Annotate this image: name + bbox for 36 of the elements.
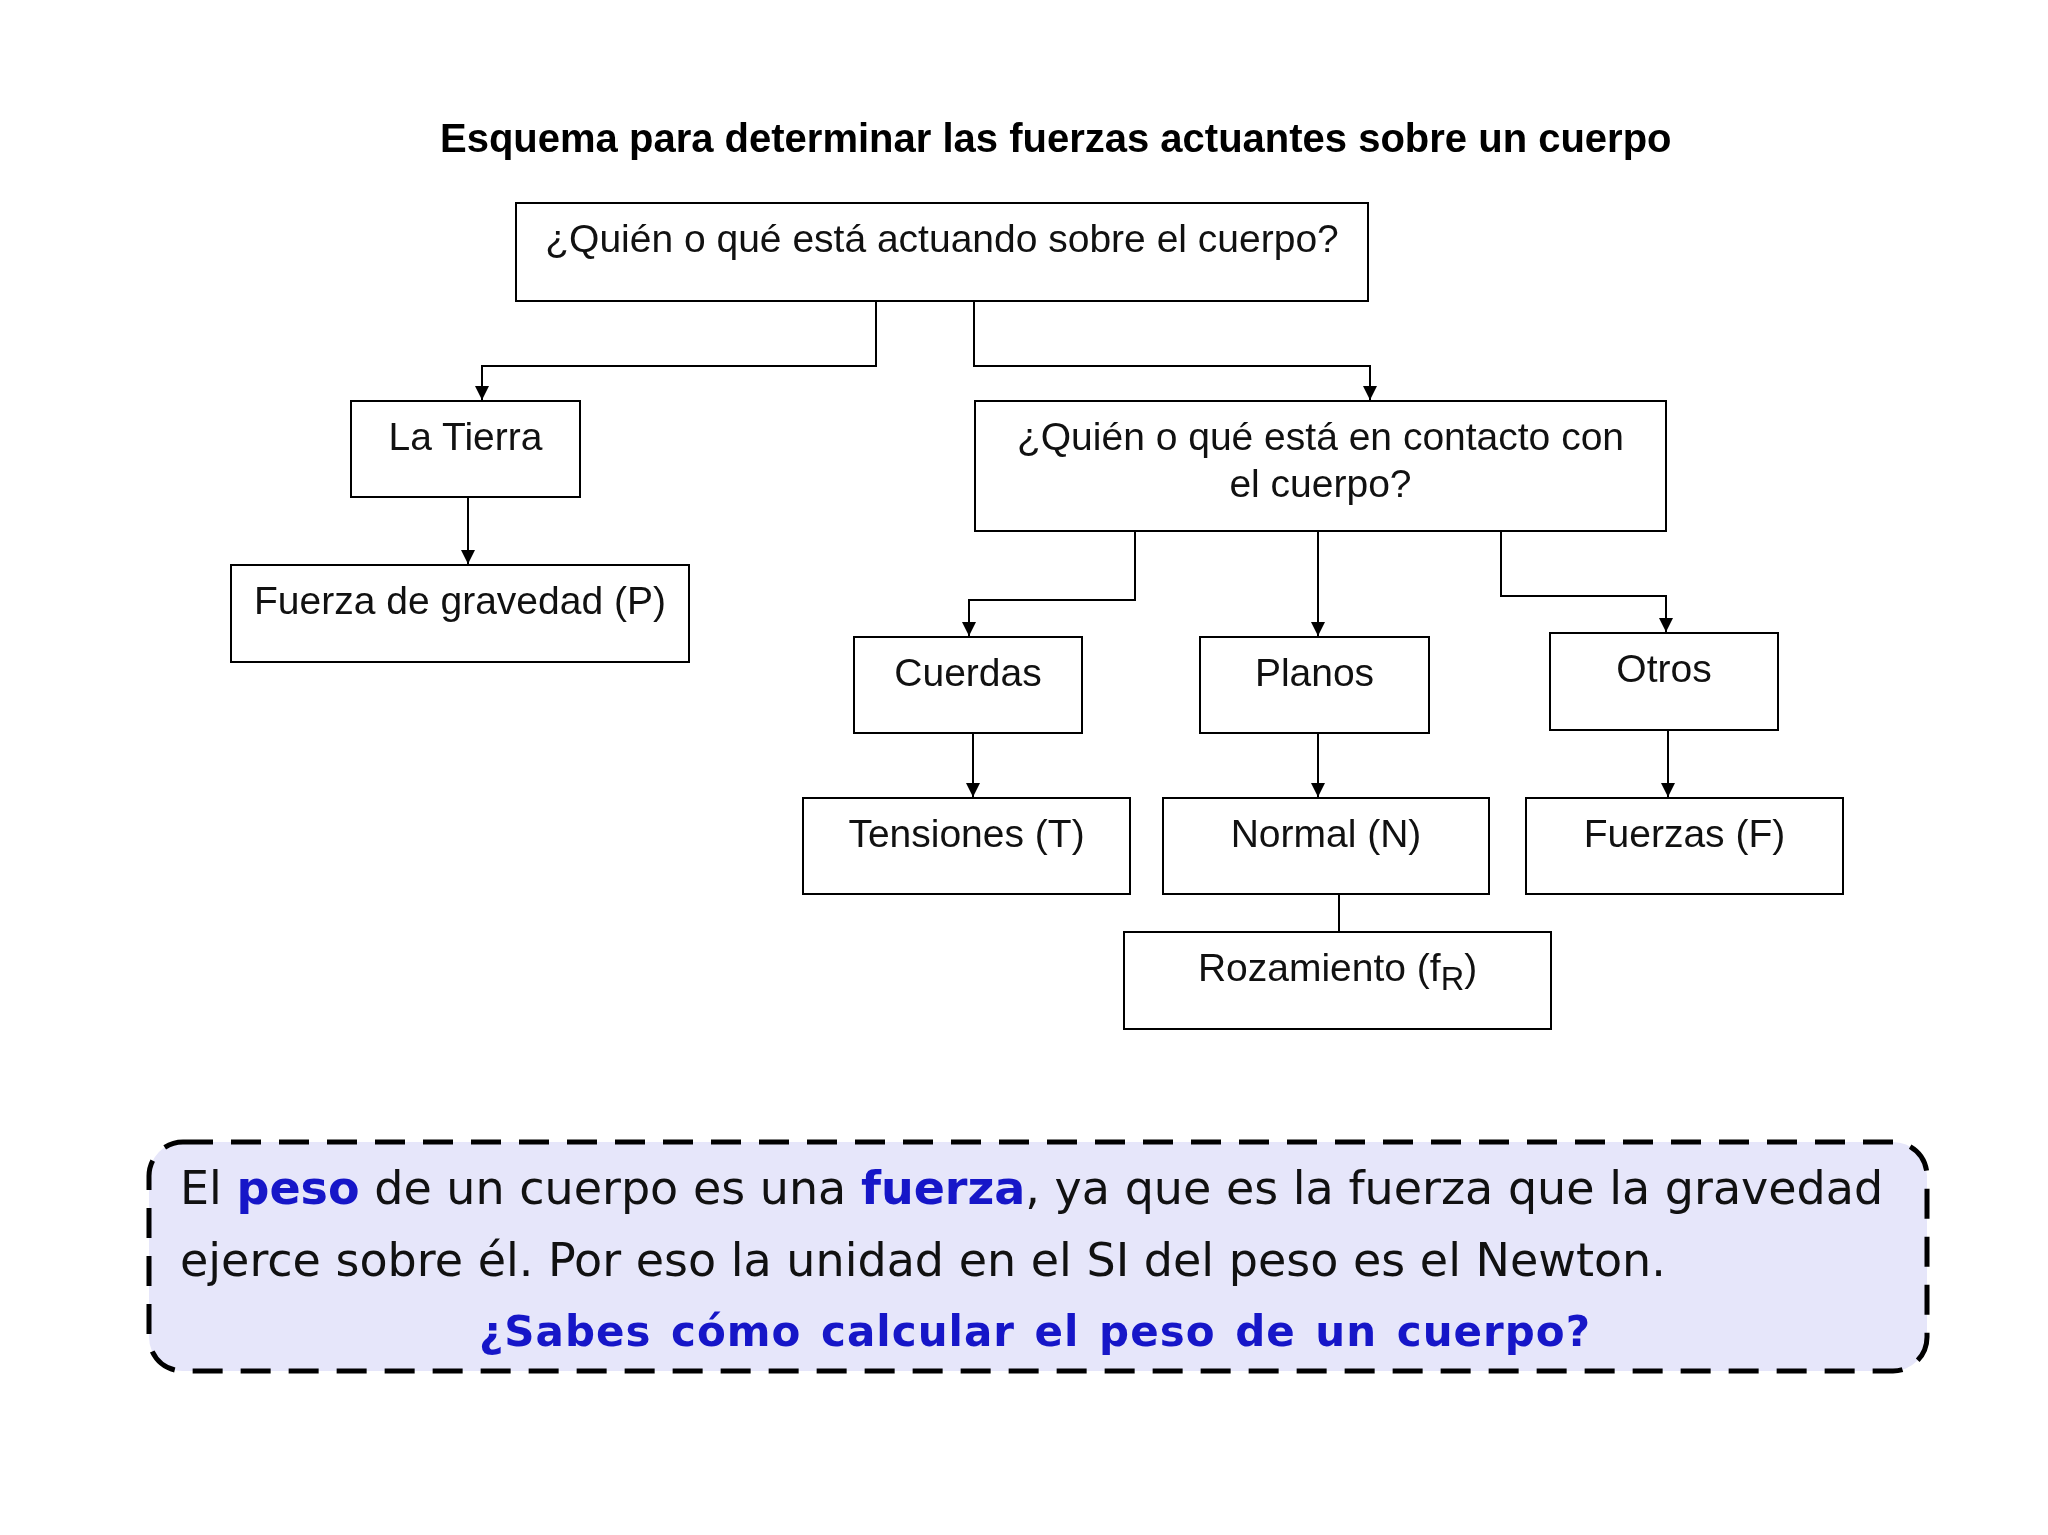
arrow: [973, 301, 1377, 401]
note-box: [146, 1139, 1930, 1374]
box-label: Tensiones (T): [848, 811, 1085, 857]
arrow: [1311, 531, 1325, 637]
box-label: Fuerzas (F): [1583, 811, 1786, 857]
flow-box: [1199, 636, 1430, 734]
flow-box: [802, 797, 1131, 895]
box-label: ¿Quién o qué está en contacto con el cuerpo?: [1015, 414, 1626, 507]
arrow: [966, 733, 980, 798]
box-label: Planos: [1254, 650, 1375, 696]
box-label: Rozamiento (f$_{R}$): [1197, 945, 1478, 999]
arrow: [1500, 531, 1673, 633]
arrow: [1661, 730, 1675, 798]
flow-box: [853, 636, 1083, 734]
box-label: Cuerdas: [894, 650, 1042, 696]
flow-box: [974, 400, 1667, 532]
flow-box: [515, 202, 1369, 302]
arrow: [461, 497, 475, 565]
flow-box: [1123, 931, 1552, 1030]
diagram-title: Esquema para determinar las fuerzas actuantes sobre un cuerpo: [440, 116, 1672, 161]
box-label: Normal (N): [1230, 811, 1422, 857]
box-label: Otros: [1616, 646, 1712, 692]
arrow: [962, 531, 1136, 637]
box-label: La Tierra: [388, 414, 543, 460]
flow-box: [230, 564, 690, 663]
box-label: Fuerza de gravedad (P): [254, 578, 666, 624]
box-label: ¿Quién o qué está actuando sobre el cuerpo?: [545, 216, 1339, 262]
flow-box: [1162, 797, 1490, 895]
flow-box: [1525, 797, 1844, 895]
note-text: El peso de un cuerpo es una fuerza, ya que es la fuerza que la gravedad ejerce sobre él. Por eso la unidad en el SI del peso es el Newton.: [180, 1160, 1885, 1289]
question-text: ¿Sabes cómo calcular el peso de un cuerpo?: [479, 1306, 1591, 1358]
arrow: [475, 301, 877, 401]
flow-box: [1549, 632, 1779, 731]
connector-line: [1338, 894, 1340, 932]
flow-box: [350, 400, 581, 498]
arrow: [1311, 733, 1325, 798]
